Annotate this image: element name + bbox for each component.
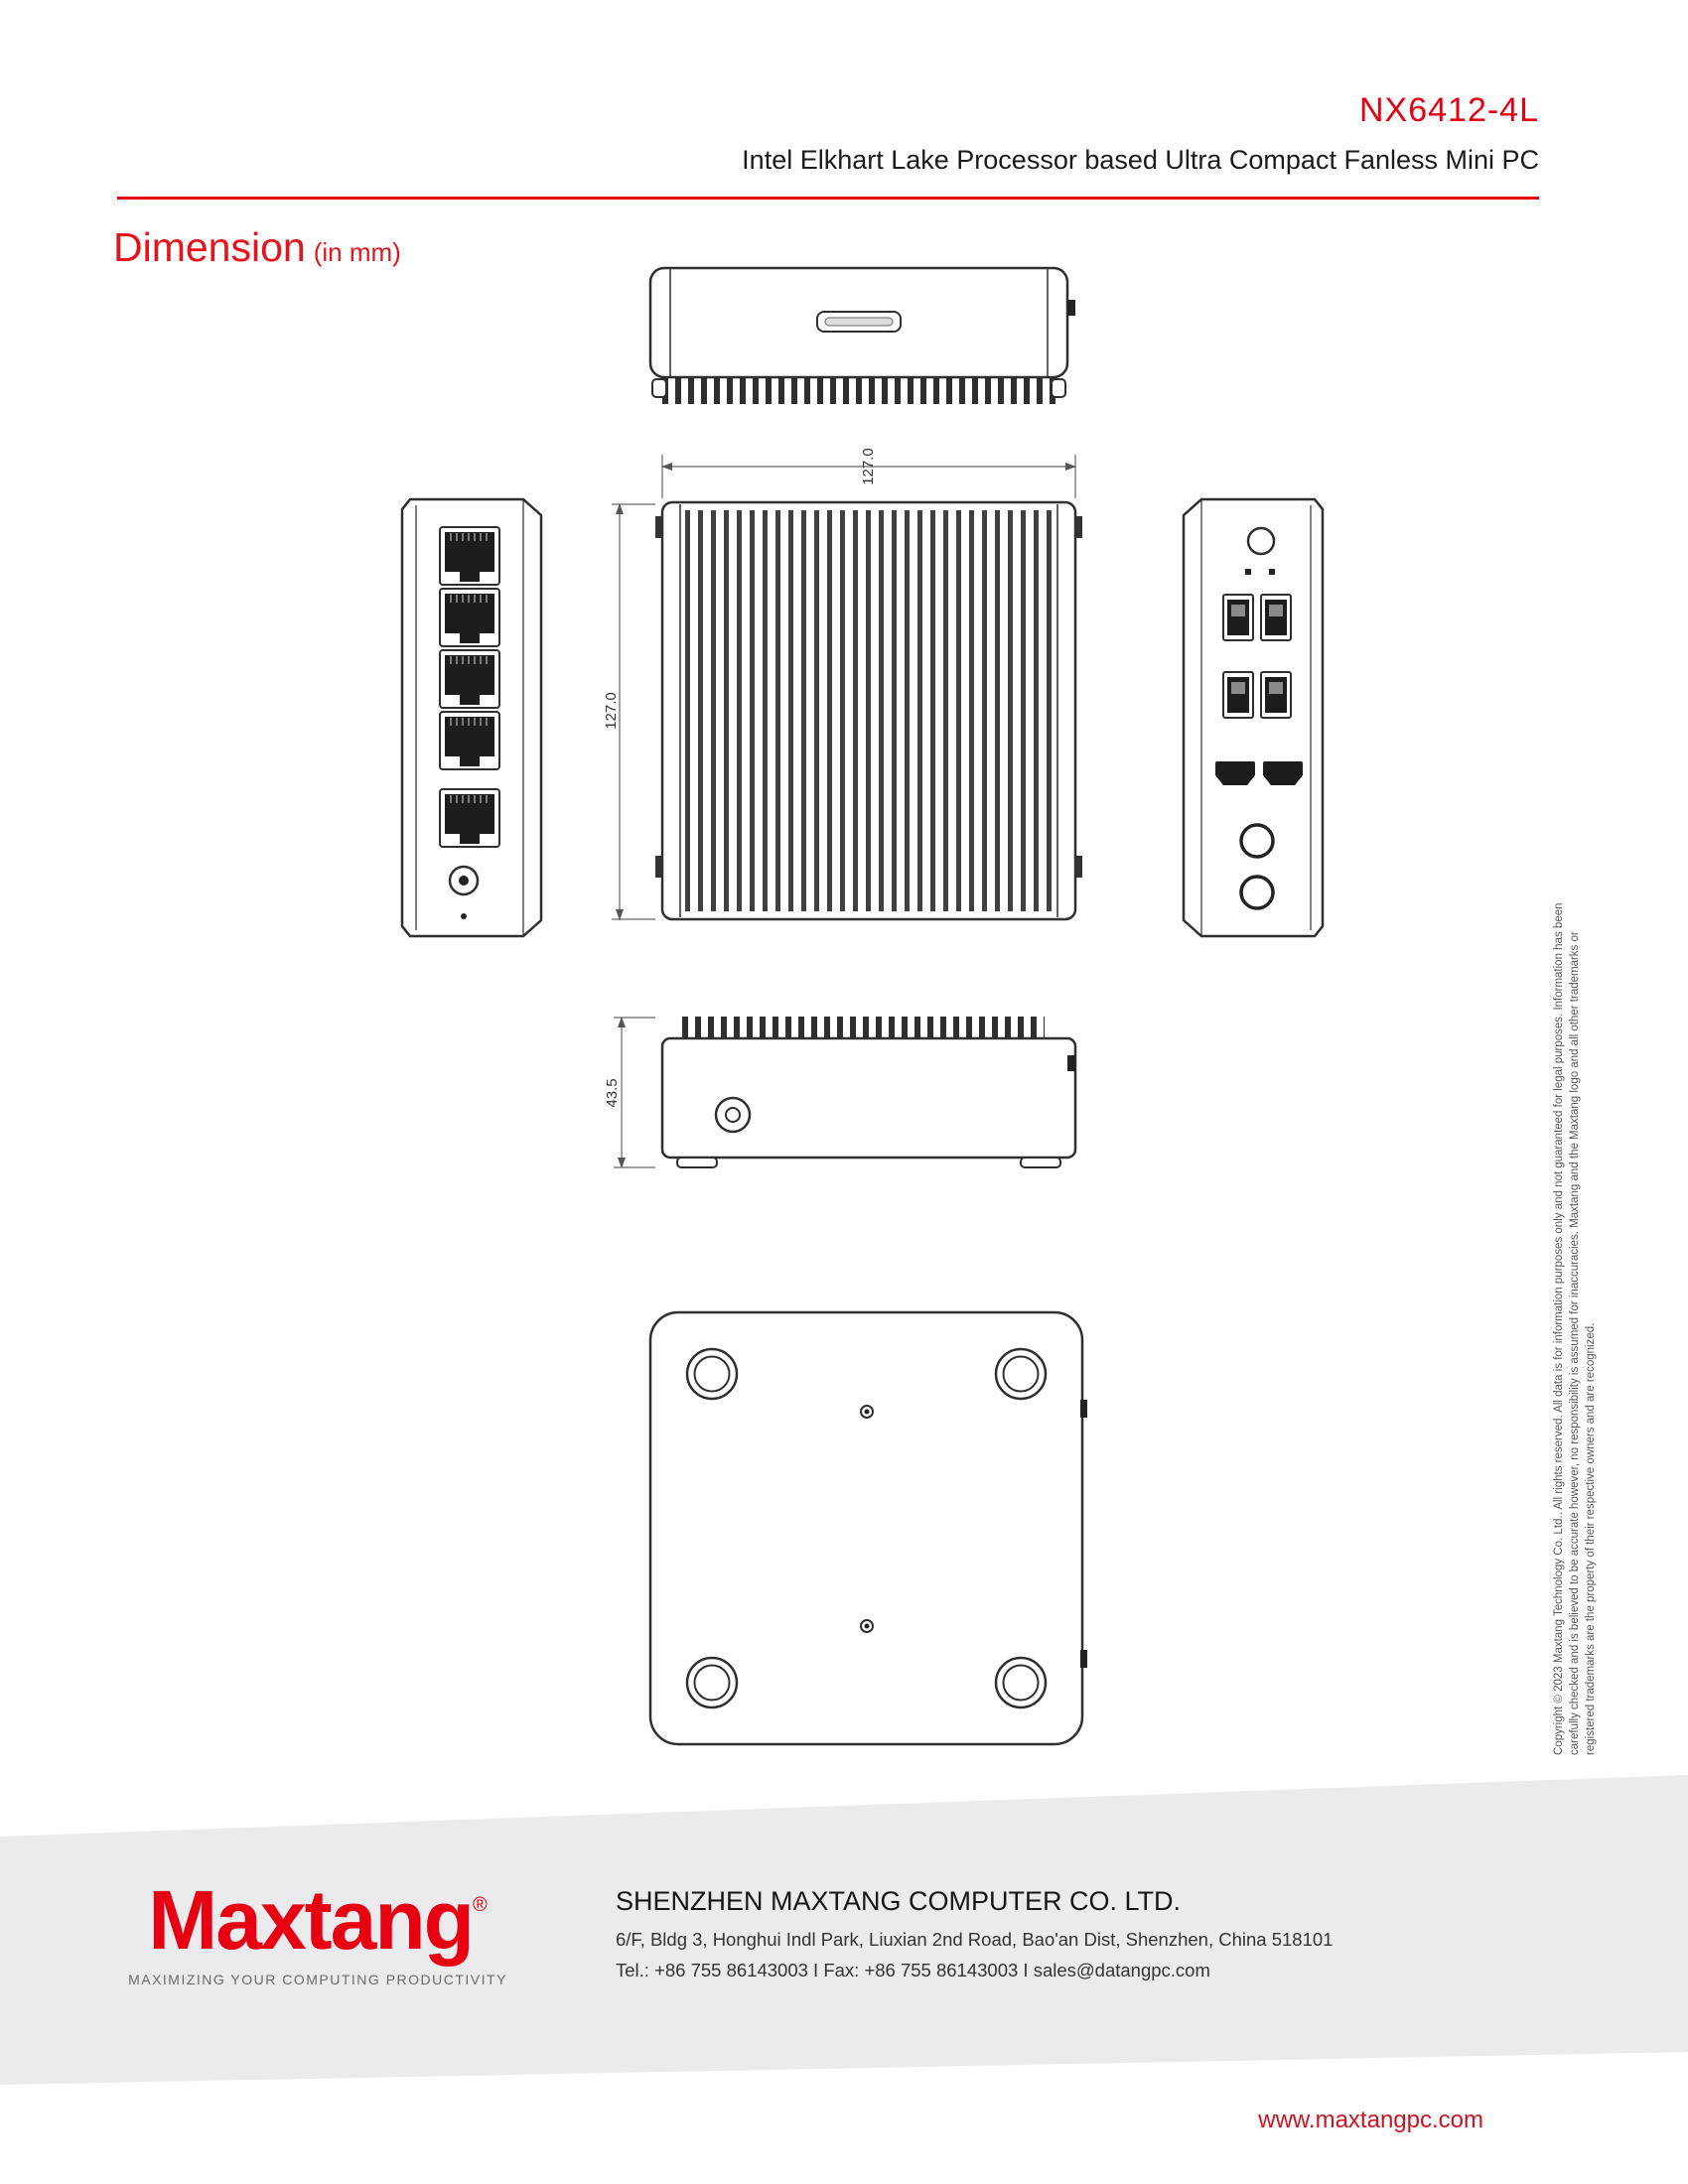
usb-port-2 — [1260, 594, 1292, 641]
front-view-drawing: 127.0 127.0 — [603, 448, 1082, 921]
lan-port-3 — [439, 649, 500, 709]
corner-tab — [1051, 378, 1066, 398]
logo-tagline: MAXIMIZING YOUR COMPUTING PRODUCTIVITY — [128, 1972, 507, 1987]
company-name: SHENZHEN MAXTANG COMPUTER CO. LTD. — [616, 1886, 1182, 1916]
width-dimension — [661, 455, 1076, 498]
header-rule — [117, 197, 1539, 200]
rubber-feet — [685, 1347, 1048, 1709]
depth-view-drawing: 43.5 — [604, 1017, 1077, 1168]
dc-jack — [448, 865, 480, 896]
screw-hole-bottom — [860, 1619, 874, 1633]
indicator-dot — [1245, 569, 1251, 575]
registered-mark: ® — [472, 1894, 488, 1916]
hdmi-port-1 — [1215, 761, 1255, 785]
company-contact: Tel.: +86 755 86143003 I Fax: +86 755 86… — [616, 1960, 1210, 1980]
company-info: SHENZHEN MAXTANG COMPUTER CO. LTD. 6/F, … — [616, 1886, 1333, 1981]
foot — [1020, 1157, 1061, 1168]
section-title: Dimension(in mm) — [113, 224, 401, 271]
product-subtitle: Intel Elkhart Lake Processor based Ultra… — [742, 145, 1539, 175]
screw-hole-top — [860, 1405, 874, 1419]
depth-dimension — [614, 1017, 655, 1168]
usb-port-1 — [1222, 594, 1254, 641]
copyright-line-2: carefully checked and is believed to be … — [1569, 931, 1582, 1755]
copyright-line-3: registered trademarks are the property o… — [1585, 1322, 1598, 1755]
section-unit: (in mm) — [313, 237, 401, 267]
side-notch — [1067, 300, 1075, 316]
antenna-hole-1 — [1239, 823, 1275, 859]
maxtang-logo: Maxtang® MAXIMIZING YOUR COMPUTING PRODU… — [109, 1878, 526, 1987]
side-notch — [1067, 1055, 1075, 1071]
lan-port-4 — [439, 711, 500, 770]
bottom-view-drawing — [648, 1310, 1087, 1746]
height-dimension — [612, 503, 655, 920]
usb-port-3 — [1222, 671, 1254, 719]
side-notch — [1080, 1400, 1087, 1418]
footer-band — [0, 1775, 1688, 2085]
section-title-text: Dimension — [113, 224, 306, 270]
company-address: 6/F, Bldg 3, Honghui Indl Park, Liuxian … — [616, 1929, 1334, 1950]
foot — [676, 1157, 718, 1168]
usb-port-4 — [1260, 671, 1292, 719]
lan-port-2 — [439, 588, 500, 647]
website-link[interactable]: www.maxtangpc.com — [1258, 2107, 1483, 2133]
depth-view-body — [660, 1036, 1077, 1160]
power-led — [461, 913, 467, 919]
height-dim-label: 127.0 — [603, 692, 620, 730]
right-side-view-drawing — [1182, 497, 1325, 938]
copyright-line-1: Copyright © 2023 Maxtang Technology Co. … — [1553, 902, 1565, 1756]
lan-port-1 — [439, 526, 500, 586]
screw-boss — [714, 1096, 752, 1134]
corner-tab — [651, 378, 667, 398]
lan-port-5 — [439, 788, 500, 848]
bottom-view-body — [648, 1310, 1084, 1746]
mounting-clips — [655, 516, 1082, 878]
left-side-view-drawing — [400, 497, 543, 938]
antenna-hole-2 — [1239, 875, 1275, 910]
hdmi-port-2 — [1263, 761, 1303, 785]
width-dim-label: 127.0 — [860, 448, 877, 485]
side-notch — [1080, 1650, 1087, 1668]
power-button — [1246, 526, 1276, 556]
depth-dim-label: 43.5 — [604, 1078, 621, 1107]
front-connector-slot — [816, 311, 902, 333]
top-view-drawing — [648, 266, 1075, 404]
product-code: NX6412-4L — [1358, 91, 1539, 129]
copyright-note: Copyright © 2023 Maxtang Technology Co. … — [1551, 842, 1601, 1756]
logo-wordmark: Maxtang — [148, 1873, 475, 1967]
indicator-dot — [1269, 569, 1275, 575]
